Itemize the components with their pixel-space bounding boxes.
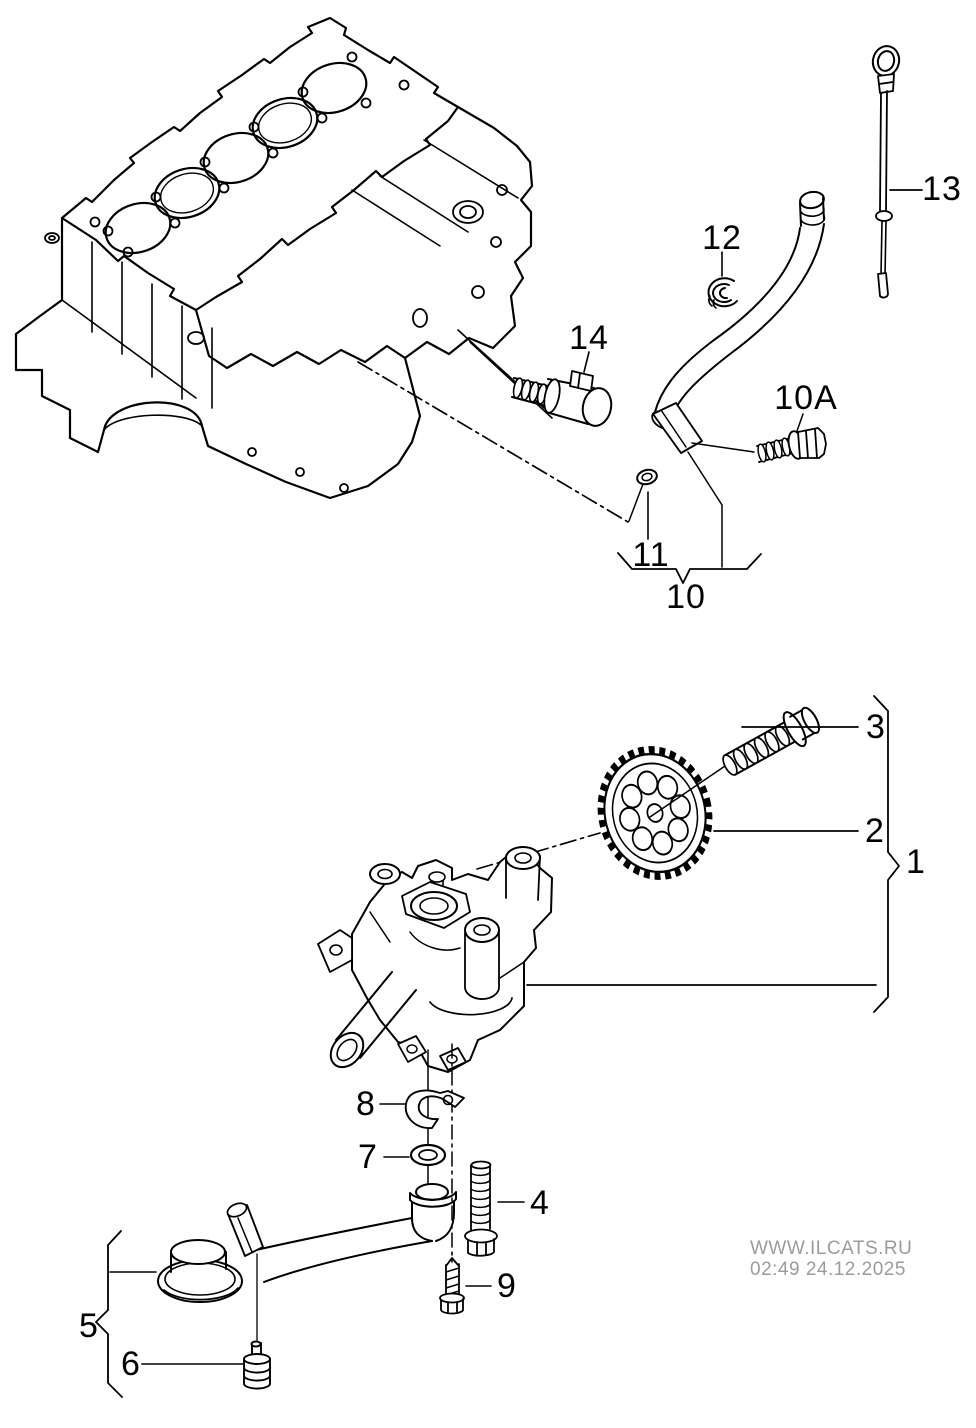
o-ring-7-drawing xyxy=(383,1143,447,1167)
part-label-14[interactable]: 14 xyxy=(569,319,609,357)
watermark-site: WWW.ILCATS.RU xyxy=(750,1238,913,1259)
part-label-10[interactable]: 10 xyxy=(666,578,706,616)
part-label-2[interactable]: 2 xyxy=(865,812,885,850)
dipstick-guide-tube-drawing xyxy=(651,190,826,454)
part-label-13[interactable]: 13 xyxy=(922,170,962,208)
part-label-11[interactable]: 11 xyxy=(632,536,670,574)
part-label-9[interactable]: 9 xyxy=(497,1267,517,1305)
part-label-5[interactable]: 5 xyxy=(79,1307,99,1345)
oil-pump-drawing xyxy=(317,832,601,1073)
plug-6-drawing xyxy=(141,1340,271,1390)
cylinder-bores xyxy=(104,61,368,255)
oil-strainer-drawing xyxy=(157,1183,457,1341)
part-label-7[interactable]: 7 xyxy=(358,1138,378,1176)
part-label-8[interactable]: 8 xyxy=(356,1085,376,1123)
bracket-group-10 xyxy=(617,552,762,584)
watermark: WWW.ILCATS.RU 02:49 24.12.2025 xyxy=(750,1238,912,1280)
retaining-clip-8-drawing xyxy=(379,1089,465,1129)
mounting-axis-line xyxy=(357,361,629,523)
retaining-clip-12-drawing xyxy=(707,251,738,309)
gasket-holes xyxy=(89,51,410,258)
bolt-4-drawing xyxy=(464,1160,525,1257)
block-ribs xyxy=(61,139,553,431)
bracket-group-5 xyxy=(95,1230,123,1398)
bolt-9-drawing xyxy=(439,1257,492,1315)
bolt-10a-drawing xyxy=(691,413,827,463)
block-bosses xyxy=(44,184,508,493)
oil-pump-sprocket-drawing xyxy=(597,746,729,880)
part-label-3[interactable]: 3 xyxy=(866,708,886,746)
part-label-4[interactable]: 4 xyxy=(530,1184,550,1222)
bracket-group-1 xyxy=(873,695,900,1013)
part-label-10a[interactable]: 10A xyxy=(774,379,838,417)
leader-14 xyxy=(583,351,590,373)
part-label-12[interactable]: 12 xyxy=(702,219,742,257)
engine-block-drawing xyxy=(14,16,553,500)
watermark-timestamp: 02:49 24.12.2025 xyxy=(750,1259,906,1280)
part-label-6[interactable]: 6 xyxy=(121,1345,141,1383)
oil-pressure-sensor-drawing xyxy=(511,351,613,427)
dipstick-drawing xyxy=(871,45,923,299)
seal-ring-11-drawing xyxy=(628,468,658,540)
leader-10a xyxy=(796,413,804,432)
sprocket-bolt-drawing xyxy=(722,706,821,776)
leader-10 xyxy=(687,451,723,568)
part-label-1[interactable]: 1 xyxy=(906,843,926,881)
